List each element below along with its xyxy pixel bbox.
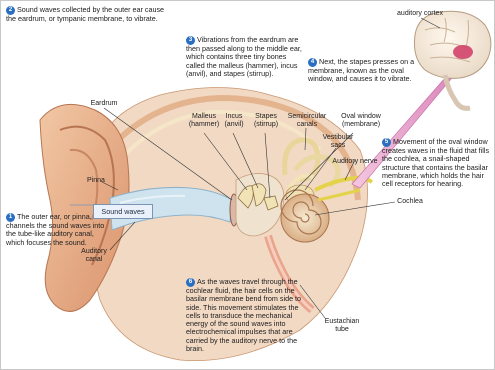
label-stapes: Stapes (stirrup) xyxy=(248,113,284,129)
step-2-text: Sound waves collected by the outer ear c… xyxy=(6,5,164,23)
label-oval-window: Oval window (membrane) xyxy=(334,113,388,129)
step-5-text: Movement of the oval window creates wave… xyxy=(382,137,489,188)
label-eustachian-tube: Eustachian tube xyxy=(320,318,364,334)
label-auditory-cortex: auditory cortex xyxy=(380,10,460,18)
brain-icon xyxy=(414,11,490,108)
label-pinna: Pinna xyxy=(84,177,108,185)
label-sound-waves: Sound waves xyxy=(93,204,153,219)
label-incus: Incus (anvil) xyxy=(218,113,250,129)
label-semicircular-canals: Semicircular canals xyxy=(282,113,332,129)
label-vestibular-sacs: Vestibular sacs xyxy=(318,134,358,150)
label-auditory-nerve: Auditory nerve xyxy=(326,158,384,166)
step-3-text: Vibrations from the eardrum are then pas… xyxy=(186,35,302,78)
step-6-text: As the waves travel through the cochlear… xyxy=(186,277,301,353)
label-cochlea: Cochlea xyxy=(393,198,427,206)
step-1-text: The outer ear, or pinna, channels the so… xyxy=(6,212,104,247)
label-auditory-canal: Auditory canal xyxy=(74,248,114,264)
step-4-text: Next, the stapes presses on a membrane, … xyxy=(308,57,414,83)
label-eardrum: Eardrum xyxy=(84,100,124,108)
